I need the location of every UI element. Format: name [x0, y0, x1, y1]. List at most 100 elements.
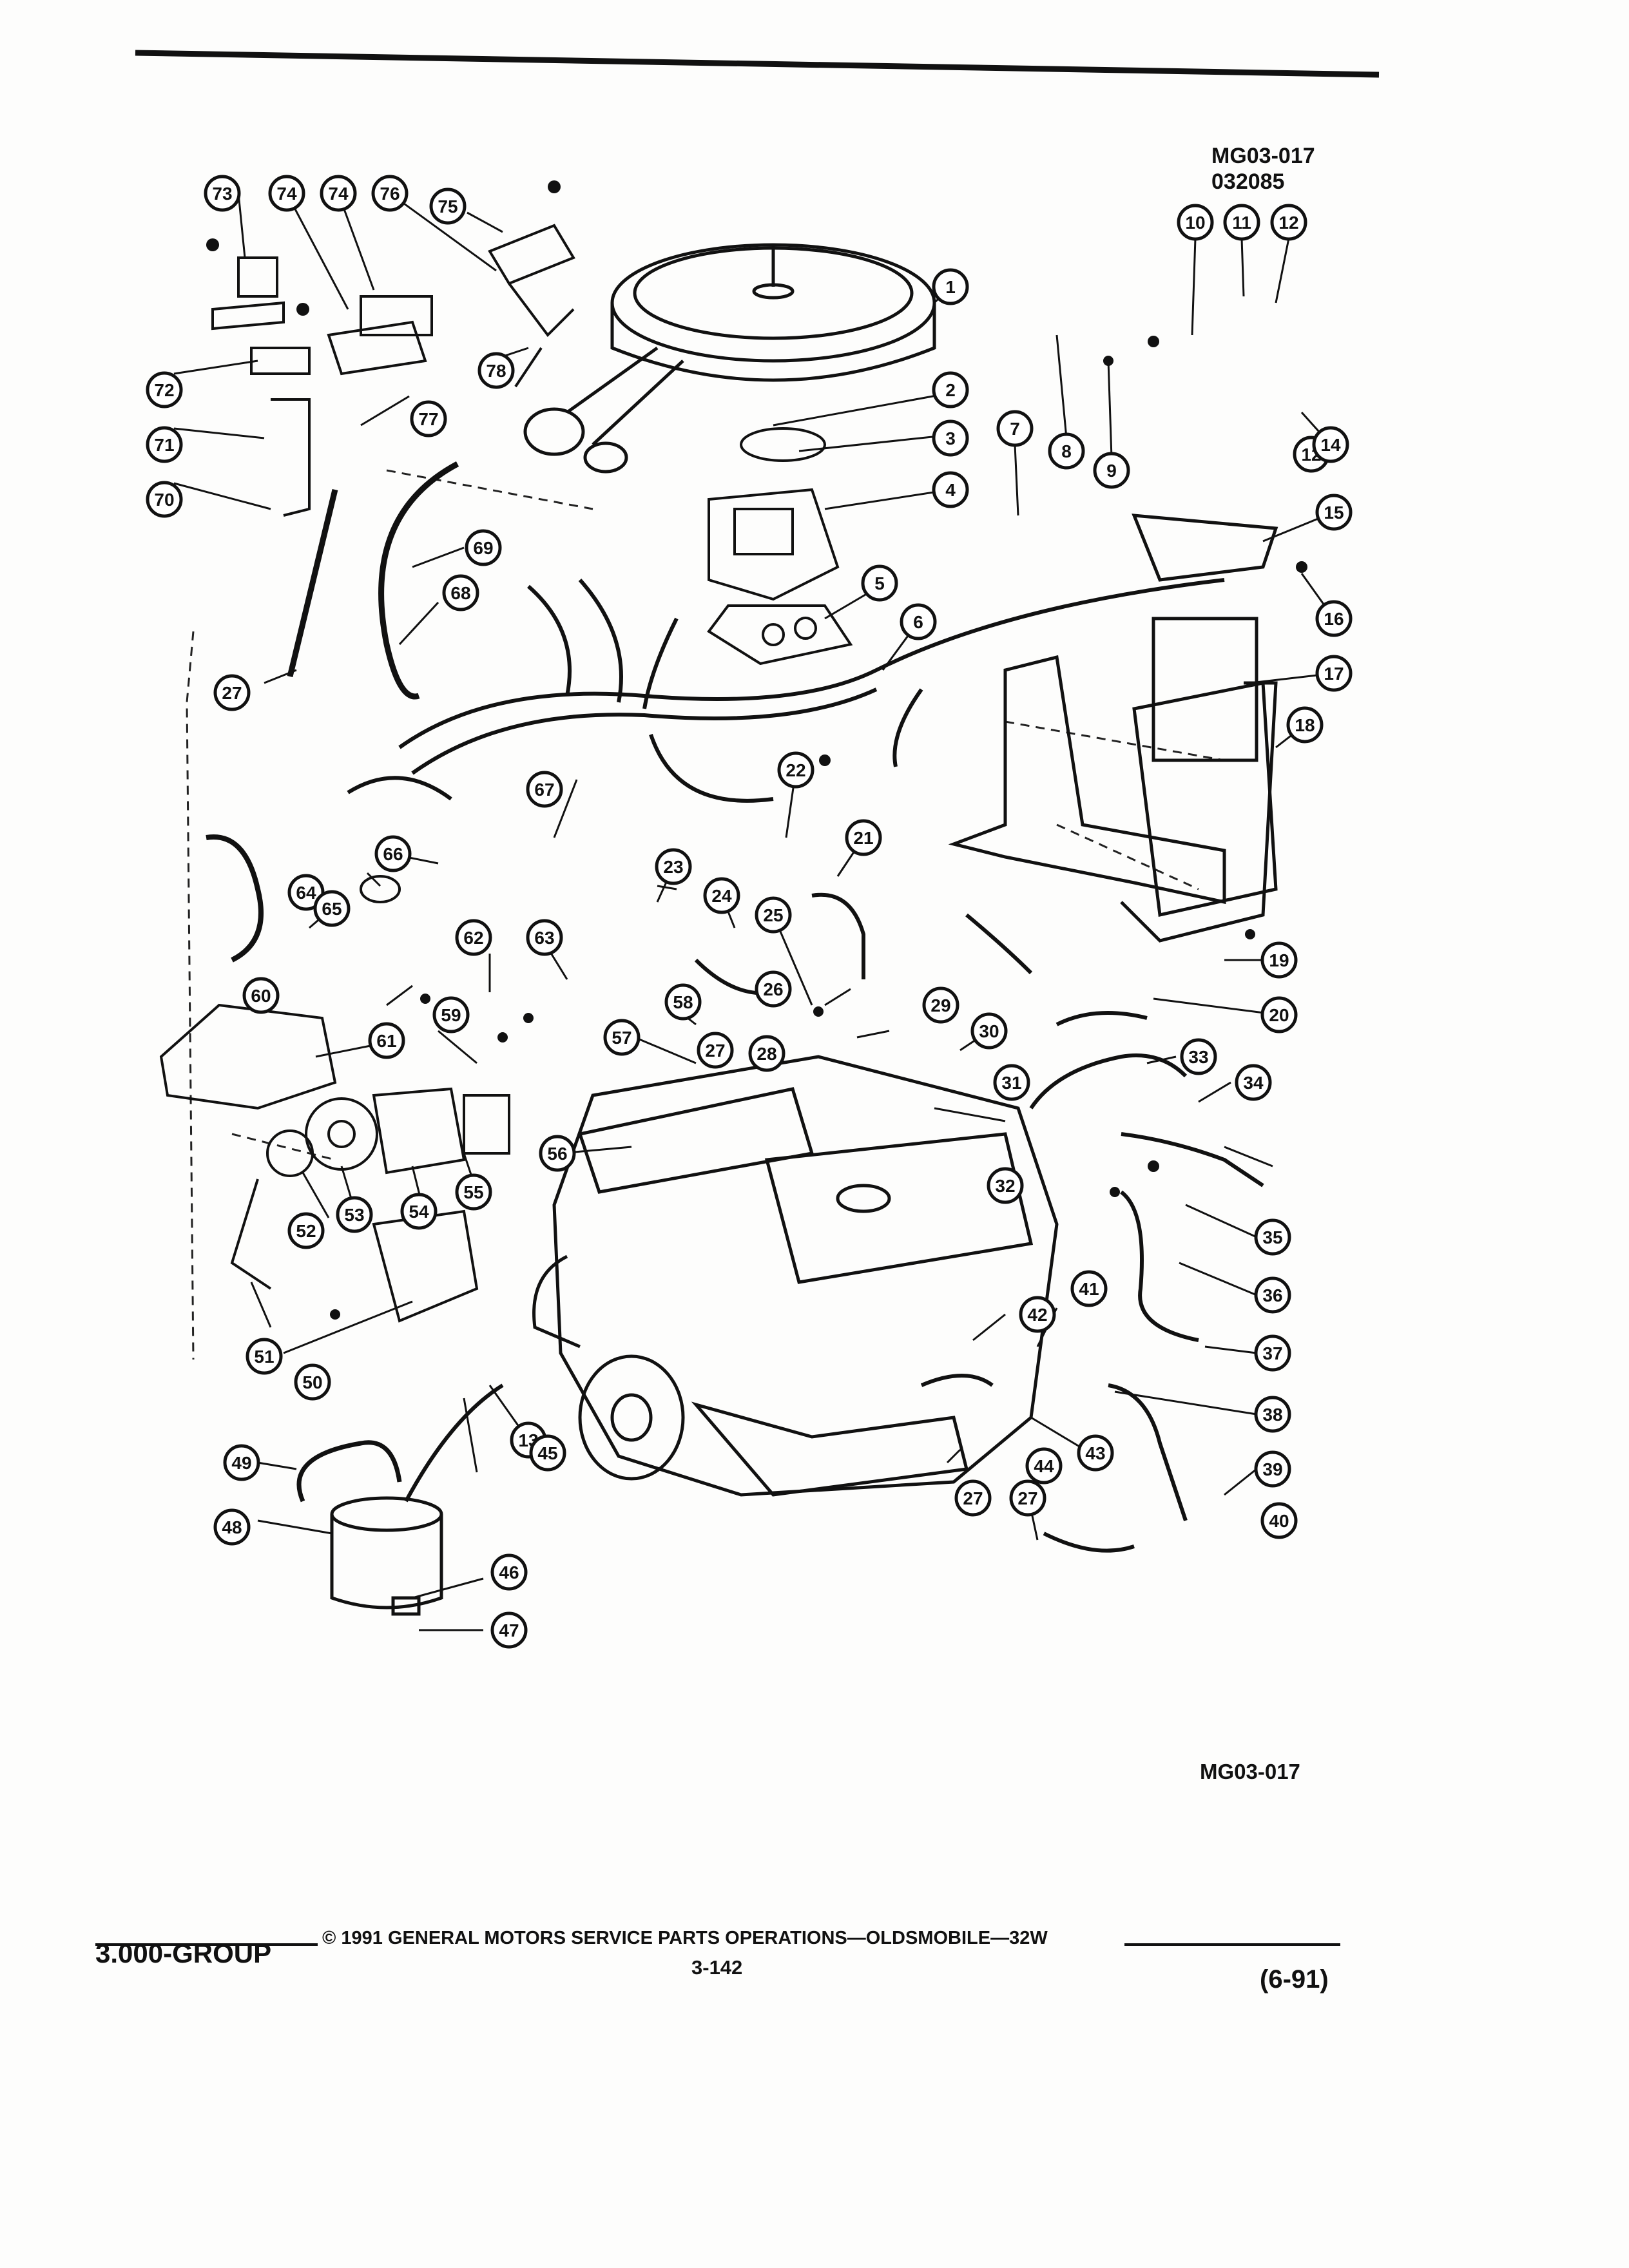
- callout-circle: [432, 996, 470, 1033]
- callout-circle: [204, 175, 241, 212]
- callout-circle: [1260, 996, 1298, 1033]
- callout-circle: [1315, 655, 1353, 692]
- callout-circle: [932, 471, 969, 508]
- callout-3: 3: [932, 419, 969, 457]
- callout-circle: [1177, 204, 1214, 241]
- callout-number: 16: [1324, 609, 1344, 629]
- callout-number: 36: [1262, 1285, 1282, 1305]
- bottom-drawing-code: MG03-017: [1200, 1760, 1300, 1783]
- callout-number: 8: [1061, 441, 1072, 461]
- callout-number: 20: [1269, 1005, 1289, 1025]
- callout-circle: [213, 674, 251, 711]
- callout-circle: [429, 187, 467, 225]
- callout-circle: [987, 1167, 1024, 1204]
- callout-circle: [336, 1196, 373, 1233]
- callout-30: 30: [970, 1012, 1008, 1050]
- callout-37: 37: [1254, 1334, 1291, 1372]
- callout-number: 56: [547, 1144, 567, 1164]
- callout-number: 42: [1027, 1305, 1047, 1325]
- callout-number: 17: [1324, 664, 1344, 684]
- callout-36: 36: [1254, 1276, 1291, 1314]
- callout-circle: [1009, 1479, 1046, 1517]
- footer-copyright: © 1991 GENERAL MOTORS SERVICE PARTS OPER…: [322, 1928, 1048, 1948]
- callout-number: 51: [254, 1347, 274, 1367]
- callout-circle: [1093, 452, 1130, 489]
- callout-circle: [374, 835, 412, 872]
- callout-number: 12: [1278, 213, 1298, 233]
- callout-61: 61: [368, 1022, 405, 1059]
- callout-21: 21: [845, 819, 882, 856]
- callout-74: 74: [320, 175, 357, 212]
- callout-41: 41: [1070, 1270, 1108, 1307]
- callout-5: 5: [861, 564, 898, 602]
- callout-circle: [603, 1019, 641, 1056]
- callout-28: 28: [748, 1035, 786, 1072]
- carburetor-illustration: [707, 427, 853, 666]
- drawing-date-code: 032085: [1211, 169, 1285, 194]
- callout-12: 12: [1270, 204, 1307, 241]
- callout-31: 31: [993, 1064, 1030, 1101]
- callout-64: 64: [287, 874, 325, 911]
- callout-number: 54: [409, 1202, 429, 1222]
- callout-number: 19: [1269, 950, 1289, 970]
- callout-number: 4: [945, 480, 956, 500]
- callout-circle: [1235, 1064, 1272, 1101]
- callout-66: 66: [374, 835, 412, 872]
- callout-circle: [845, 819, 882, 856]
- footer-group-label: 3.000-GROUP: [95, 1938, 272, 1968]
- callout-number: 22: [786, 760, 805, 780]
- callout-8: 8: [1048, 432, 1085, 470]
- callout-number: 1: [945, 277, 956, 297]
- callout-71: 71: [146, 426, 183, 463]
- callout-34: 34: [1235, 1064, 1272, 1101]
- callout-circle: [477, 352, 515, 389]
- callout-number: 2: [945, 380, 956, 400]
- callout-circle: [526, 771, 563, 808]
- callout-60: 60: [242, 977, 280, 1014]
- callout-number: 37: [1262, 1343, 1282, 1363]
- callout-number: 26: [763, 979, 783, 999]
- callout-number: 70: [154, 490, 174, 510]
- callout-49: 49: [223, 1444, 260, 1481]
- callout-number: 63: [534, 928, 554, 948]
- callout-62: 62: [455, 919, 492, 956]
- callout-number: 5: [874, 573, 885, 593]
- callout-73: 73: [204, 175, 241, 212]
- callout-number: 6: [913, 612, 923, 632]
- callout-circle: [410, 400, 447, 437]
- callout-15: 15: [1315, 494, 1353, 531]
- callout-27: 27: [213, 674, 251, 711]
- callout-number: 7: [1010, 419, 1020, 439]
- callout-number: 11: [1232, 213, 1251, 233]
- callout-47: 47: [490, 1611, 528, 1649]
- callout-circle: [490, 1553, 528, 1591]
- callout-48: 48: [213, 1508, 251, 1546]
- callout-circle: [287, 1212, 325, 1249]
- callout-circle: [777, 751, 815, 789]
- callout-11: 11: [1223, 204, 1260, 241]
- callout-75: 75: [429, 187, 467, 225]
- callout-circle: [1254, 1334, 1291, 1372]
- callout-number: 50: [302, 1372, 322, 1392]
- callout-circle: [1223, 204, 1260, 241]
- callout-76: 76: [371, 175, 409, 212]
- callout-33: 33: [1180, 1038, 1217, 1075]
- callout-27: 27: [954, 1479, 992, 1517]
- callout-number: 34: [1243, 1073, 1264, 1093]
- callout-72: 72: [146, 371, 183, 408]
- callout-circle: [455, 919, 492, 956]
- callout-40: 40: [1260, 1502, 1298, 1539]
- callout-number: 40: [1269, 1511, 1289, 1531]
- callout-45: 45: [529, 1434, 566, 1472]
- callout-70: 70: [146, 481, 183, 518]
- callout-29: 29: [922, 986, 959, 1024]
- callout-19: 19: [1260, 941, 1298, 979]
- callout-circle: [1260, 941, 1298, 979]
- callout-circle: [1254, 1218, 1291, 1256]
- callout-circle: [861, 564, 898, 602]
- footer-page-number: 3-142: [691, 1956, 743, 1979]
- callout-circle: [697, 1032, 734, 1069]
- callout-circle: [932, 419, 969, 457]
- callout-17: 17: [1315, 655, 1353, 692]
